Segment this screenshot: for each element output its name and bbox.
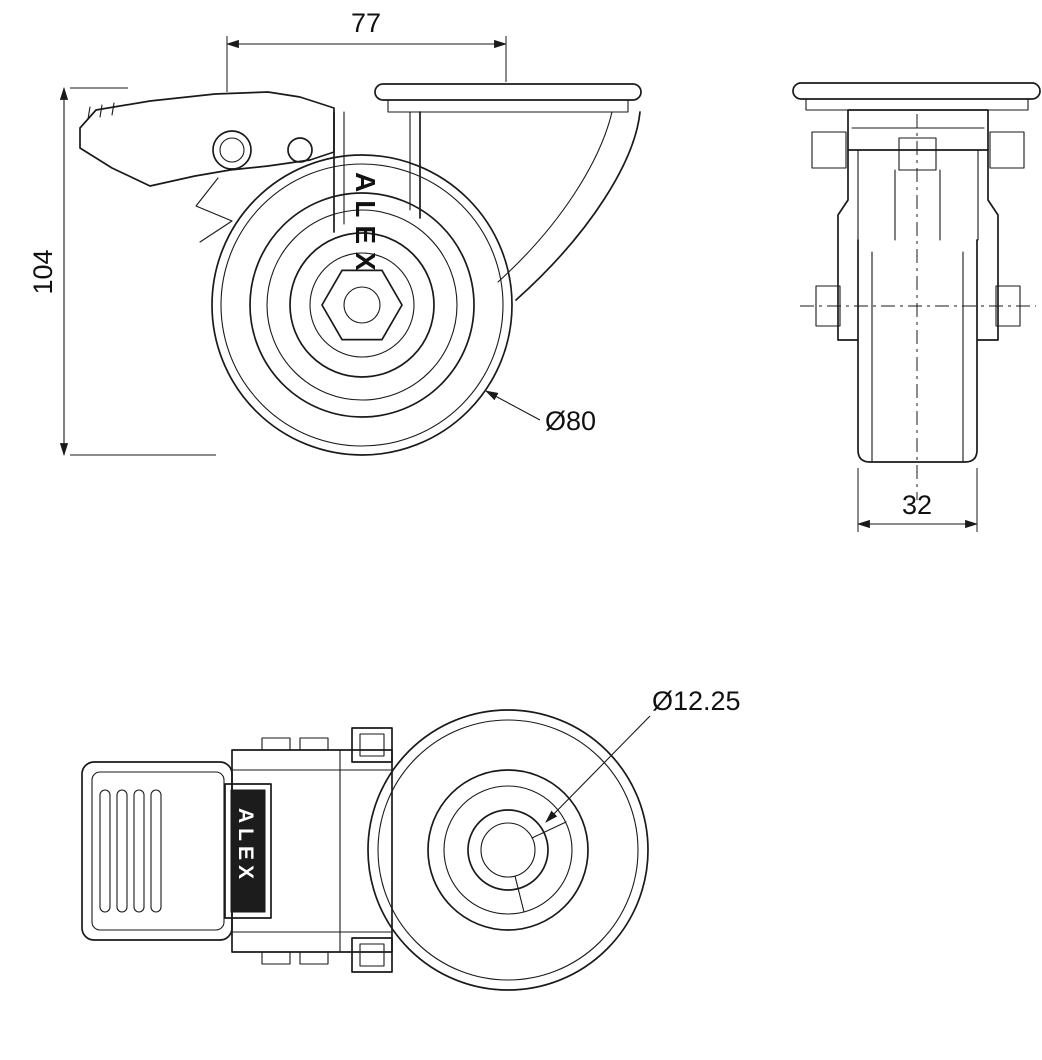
plan-view-brand-tag: ALEX [224,783,272,919]
plan-view-wheel [367,709,649,991]
front-view: 32 [792,82,1041,532]
dimension-top-width: 77 [225,8,508,92]
dimension-overall-height-label: 104 [28,249,58,294]
front-view-swivel-head [811,109,1025,171]
dimension-top-width-label: 77 [351,8,381,38]
brand-label-side: ALEX [350,172,381,279]
side-view-wheel [211,154,513,456]
front-view-fork-legs [815,149,1021,341]
stem-bolt-top [351,727,393,763]
brand-label-plan: ALEX [234,808,257,884]
dimension-wheel-width: 32 [856,468,979,532]
dimension-wheel-diameter-label: Ø80 [545,406,596,436]
plan-view: ALEX Ø12.25 [81,686,741,991]
stem-bolt-bottom [351,937,393,973]
brake-spring-wire [195,177,233,243]
brake-lever [79,91,335,243]
front-view-top-plate [792,82,1041,111]
dimension-wheel-diameter: Ø80 [485,390,596,436]
front-view-wheel [857,169,978,463]
side-view-top-plate [374,83,642,113]
dimension-bolt-hole: Ø12.25 [545,686,741,823]
dimension-wheel-width-label: 32 [902,490,932,520]
side-view: ALEX 77 104 Ø80 [28,8,642,457]
dimension-bolt-hole-label: Ø12.25 [652,686,741,716]
dimension-overall-height: 104 [28,86,216,457]
plan-view-brake-pedal [81,761,233,941]
hub-hex-nut [321,269,403,341]
